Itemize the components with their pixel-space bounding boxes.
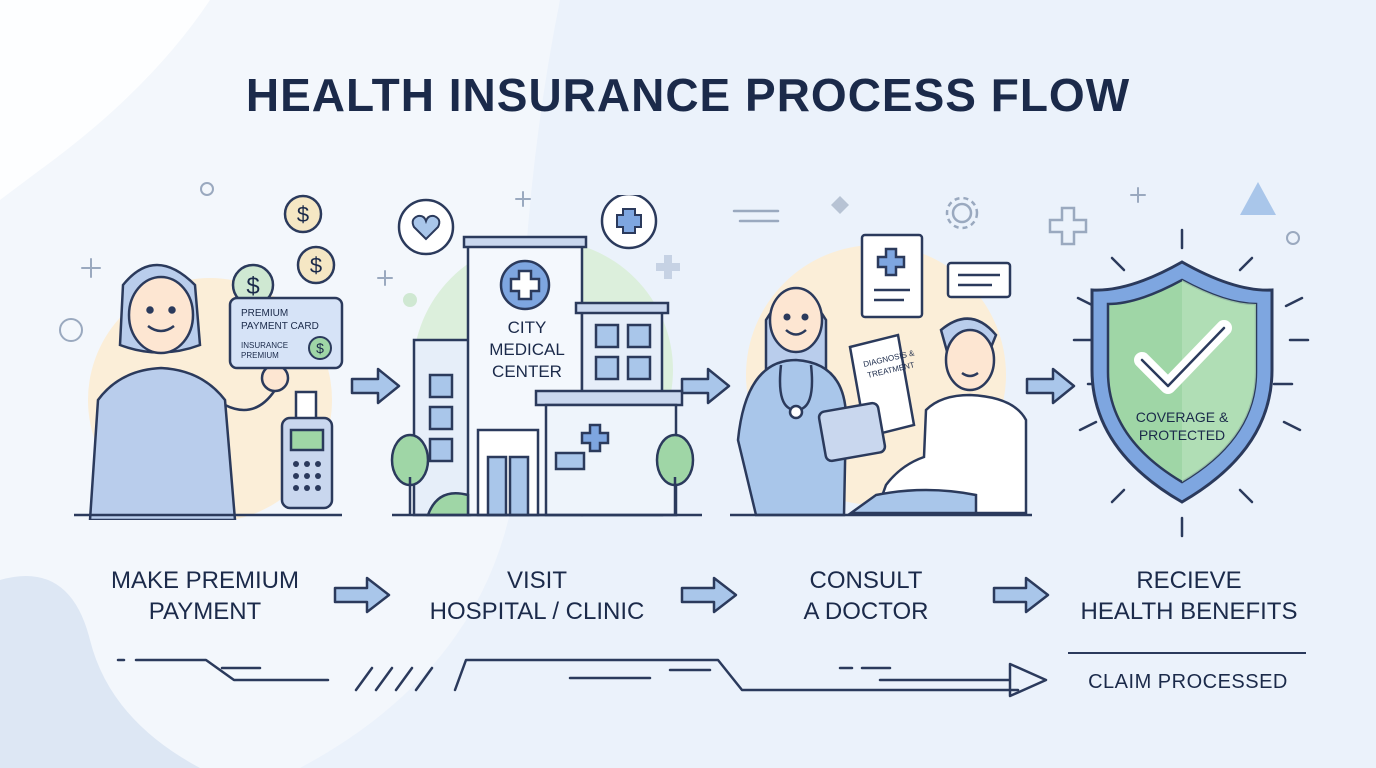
svg-text:CITY: CITY (508, 318, 547, 337)
step-label-receive-benefits: RECIEVE HEALTH BENEFITS (1080, 567, 1298, 625)
dollar-coin-icon: $ (283, 194, 323, 234)
step-2-illustration: CITY MEDICAL CENTER (390, 195, 702, 517)
doctor-icon (736, 286, 848, 517)
gear-icon (945, 196, 979, 230)
arrow-right-icon (680, 367, 731, 405)
svg-text:$: $ (316, 340, 324, 356)
dollar-coin-icon: $ (296, 245, 336, 285)
arrow-right-icon (680, 576, 738, 614)
svg-text:COVERAGE &: COVERAGE & (1136, 409, 1229, 425)
person-icon (88, 263, 290, 520)
medical-cross-icon (600, 195, 658, 250)
claim-processed-label: CLAIM PROCESSED (1088, 671, 1288, 693)
tablet-icon (817, 401, 887, 463)
arrow-right-icon (1025, 367, 1076, 405)
svg-text:$: $ (246, 273, 259, 300)
step-label-make-premium-payment: MAKE PREMIUM PAYMENT (110, 567, 299, 625)
medical-cross-icon (1048, 206, 1088, 246)
svg-text:MEDICAL: MEDICAL (489, 340, 565, 359)
svg-text:CENTER: CENTER (492, 362, 562, 381)
premium-payment-card: PREMIUM PAYMENT CARD INSURANCE PREMIUM $ (228, 296, 344, 370)
arrow-right-icon (992, 576, 1050, 614)
svg-text:$: $ (310, 253, 322, 278)
shield-icon (1090, 260, 1274, 504)
step-3-illustration: DIAGNOSIS & TREATMENT (730, 196, 1032, 517)
step-4-illustration: COVERAGE & PROTECTED (1048, 206, 1310, 538)
svg-text:PREMIUM: PREMIUM (241, 351, 279, 360)
heart-icon (397, 198, 455, 256)
svg-text:PREMIUM: PREMIUM (241, 308, 288, 319)
arrow-right-icon (350, 367, 401, 405)
patient-icon (847, 317, 1028, 515)
page-title: HEALTH INSURANCE PROCESS FLOW (245, 69, 1131, 121)
step-label-visit-hospital: VISIT HOSPITAL / CLINIC (429, 567, 645, 625)
arrow-right-icon (333, 576, 391, 614)
divider (1068, 652, 1306, 654)
svg-text:INSURANCE: INSURANCE (241, 341, 288, 350)
card-terminal-icon (280, 390, 334, 510)
svg-text:$: $ (297, 202, 309, 227)
medical-chart-icon (860, 233, 1012, 319)
step-1-illustration: $ $ $ PREMIUM PAYMENT CARD INSURANCE PRE… (74, 194, 344, 520)
step-label-consult-doctor: CONSULT A DOCTOR (803, 567, 929, 625)
flow-line (116, 658, 1048, 698)
svg-text:PAYMENT CARD: PAYMENT CARD (241, 321, 319, 332)
svg-text:PROTECTED: PROTECTED (1139, 427, 1225, 443)
